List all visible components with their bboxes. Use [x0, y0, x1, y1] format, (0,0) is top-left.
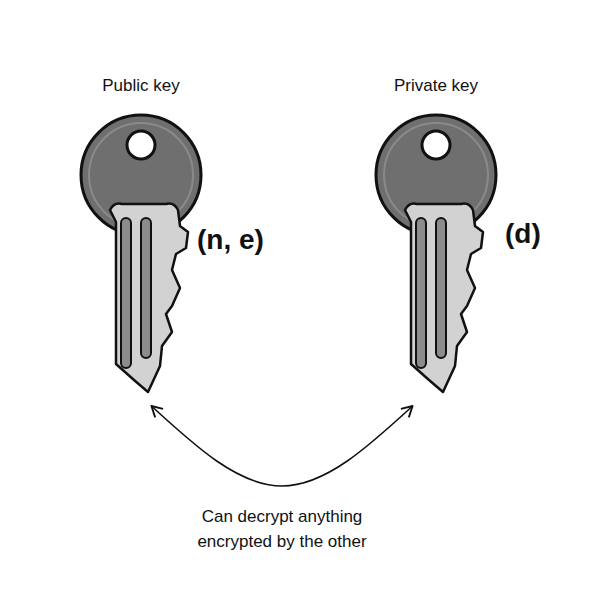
key-parameters: (d)	[505, 218, 541, 250]
key-illustration	[371, 110, 501, 400]
edge-caption: Can decrypt anything encrypted by the ot…	[173, 504, 391, 554]
key-blade	[405, 204, 483, 392]
key-blade	[110, 204, 188, 392]
connector-arc	[151, 406, 412, 486]
key-illustration	[76, 110, 206, 400]
key-title: Private key	[394, 76, 478, 96]
key-node: Public key(n, e)	[76, 110, 206, 400]
key-parameters: (n, e)	[197, 224, 264, 256]
key-groove	[141, 218, 151, 358]
key-hole	[422, 131, 450, 159]
key-groove	[416, 218, 426, 368]
key-title: Public key	[102, 76, 179, 96]
key-groove	[436, 218, 446, 358]
key-groove	[121, 218, 131, 368]
key-hole	[127, 131, 155, 159]
key-node: Private key(d)	[371, 110, 501, 400]
